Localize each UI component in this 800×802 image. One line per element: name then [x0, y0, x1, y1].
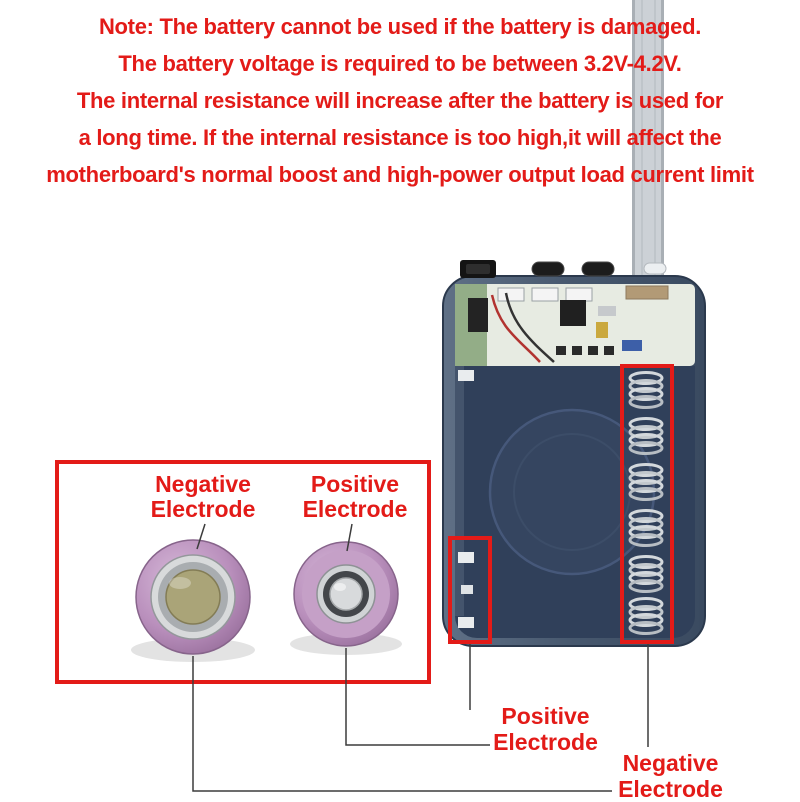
bottom-negative-electrode-label: Negative Electrode — [598, 750, 743, 802]
pcb-crystal — [598, 306, 616, 316]
label-line: Electrode — [150, 496, 256, 522]
pcb-component — [572, 346, 582, 355]
jst-connector — [531, 287, 559, 302]
note-line-3: The internal resistance will increase af… — [76, 88, 724, 113]
case-interior — [455, 366, 695, 638]
label-line: Negative — [622, 750, 719, 776]
ribbon-connector — [625, 285, 669, 300]
battery-contact-tab — [458, 370, 474, 381]
label-line: Negative — [155, 471, 251, 497]
jst-connector — [497, 287, 525, 302]
label-line: Positive — [310, 471, 400, 497]
negative-battery-photo — [131, 539, 255, 662]
leader-lines — [192, 523, 649, 792]
note-line-2: The battery voltage is required to be be… — [118, 51, 682, 76]
red-wire — [490, 294, 541, 363]
usb-ports — [460, 260, 667, 278]
leader-positive-label — [346, 523, 353, 552]
pcb-inductor — [596, 322, 608, 338]
pcb-blue-component — [622, 340, 642, 351]
led-window — [643, 262, 667, 275]
battery-contact-tab — [461, 585, 473, 594]
annotation-box-spring-contacts — [620, 364, 674, 644]
note-line-1: Note: The battery cannot be used if the … — [98, 14, 702, 39]
note-line-5: motherboard's normal boost and high-powe… — [46, 162, 754, 187]
usb-a-port-inner — [466, 264, 490, 274]
leader-positive-battery-to-label — [345, 648, 490, 746]
callout-box — [55, 460, 431, 684]
usb-c-port — [531, 261, 565, 277]
label-line: Electrode — [618, 776, 723, 802]
interior-left-wall — [455, 366, 464, 616]
pcb-component — [604, 346, 614, 355]
pcb-component — [588, 346, 598, 355]
leader-negative-battery-to-label — [192, 656, 612, 792]
label-line: Positive — [501, 703, 590, 729]
ribbon-cable — [632, 0, 664, 276]
circuit-board — [455, 284, 695, 366]
callout-negative-electrode-label: Negative Electrode — [133, 472, 273, 522]
leader-negative-label — [196, 523, 206, 550]
pcb-chip — [468, 298, 488, 332]
battery-contact-tab — [458, 617, 474, 628]
bottom-positive-electrode-label: Positive Electrode — [478, 703, 613, 755]
positive-battery-photo — [290, 541, 402, 655]
pcb-component — [556, 346, 566, 355]
note-line-4: a long time. If the internal resistance … — [78, 125, 722, 150]
battery-contact-tab — [458, 552, 474, 563]
label-line: Electrode — [493, 729, 598, 755]
pcb-ic — [560, 300, 586, 326]
jst-connector — [565, 287, 593, 302]
label-line: Electrode — [302, 496, 408, 522]
black-wire — [504, 292, 555, 363]
annotation-box-positive-contacts — [448, 536, 492, 644]
callout-positive-electrode-label: Positive Electrode — [285, 472, 425, 522]
warning-note: Note: The battery cannot be used if the … — [0, 8, 800, 193]
micro-usb-port — [581, 261, 615, 277]
